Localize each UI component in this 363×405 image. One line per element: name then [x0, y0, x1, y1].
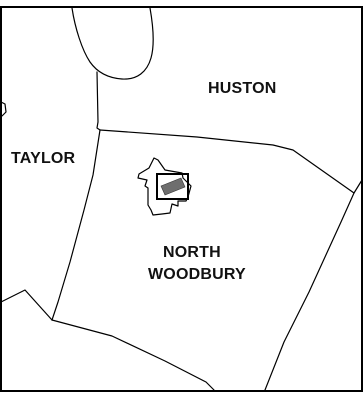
- boundary-lower-left: [0, 289, 53, 321]
- label-taylor: TAYLOR: [11, 150, 76, 167]
- boundary-left-notch: [0, 101, 7, 117]
- site-locator-box: [156, 173, 189, 200]
- boundary-south: [51, 319, 215, 391]
- boundary-right-edge: [264, 179, 363, 391]
- label-huston: HUSTON: [208, 80, 276, 97]
- boundary-taylor-north-woodbury: [51, 129, 101, 321]
- parcel-outline: [137, 157, 192, 216]
- boundary-top-lobe: [71, 7, 154, 80]
- map-border: [0, 6, 363, 392]
- label-north: NORTH: [163, 244, 221, 261]
- site-marker: [160, 177, 186, 196]
- boundary-huston-taylor: [96, 71, 101, 131]
- boundary-huston-north-woodbury: [99, 129, 355, 194]
- label-woodbury: WOODBURY: [148, 266, 246, 283]
